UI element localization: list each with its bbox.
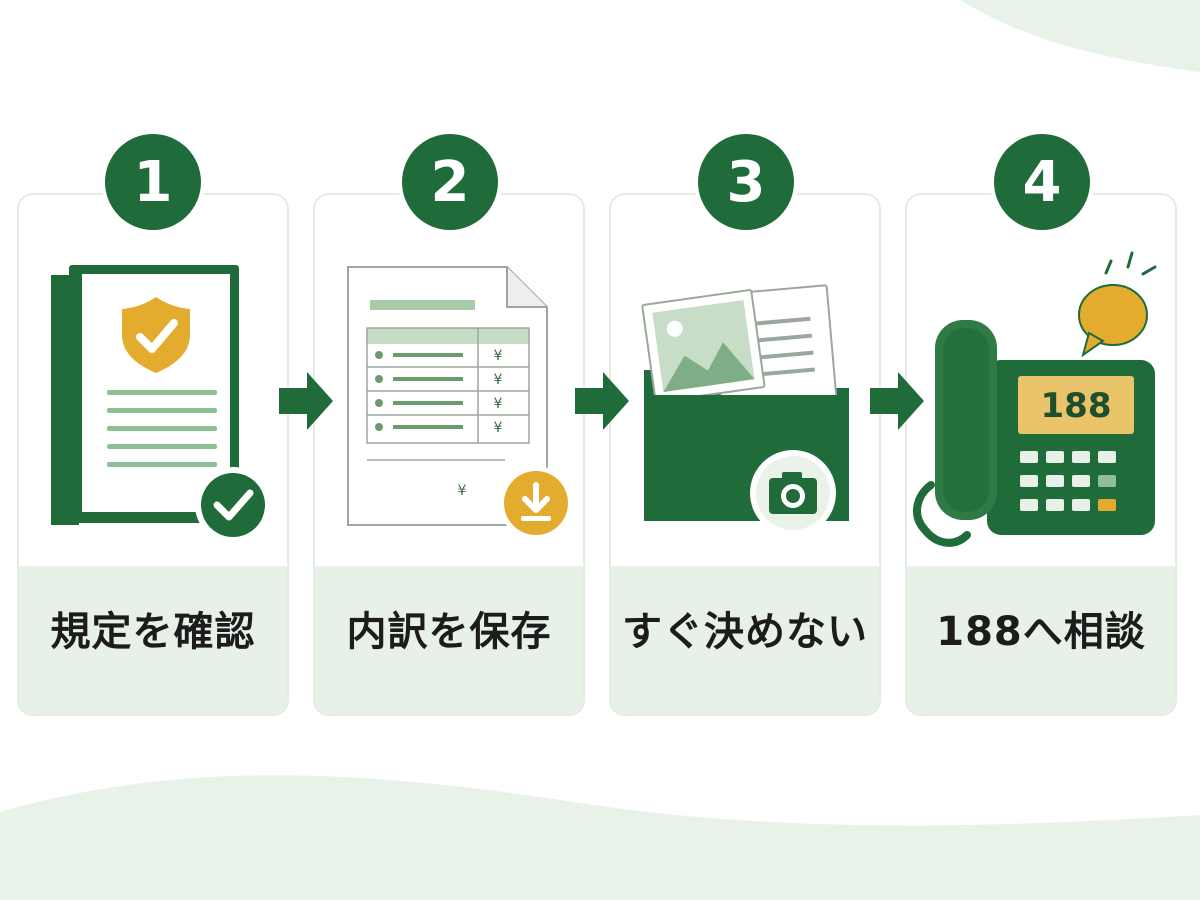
step-1-card: 規定を確認 — [17, 193, 289, 716]
step-4-card: 188 188へ相談 — [905, 193, 1177, 716]
step-2-footer: 内訳を保存 — [315, 566, 583, 714]
receipt-icon — [347, 266, 548, 526]
step-3-card: すぐ決めない — [609, 193, 881, 716]
step-4-footer: 188へ相談 — [907, 566, 1175, 714]
step-1-footer: 規定を確認 — [19, 566, 287, 714]
speech-bubble-icon — [1078, 251, 1157, 358]
step-3-label: すぐ決めない — [622, 609, 868, 655]
check-circle-icon — [195, 467, 271, 543]
step-3-illustration — [641, 284, 849, 536]
step-4-badge: 4 — [994, 134, 1090, 230]
yen-icon: ¥ — [494, 372, 503, 388]
phone-display-number: 188 — [1041, 386, 1112, 426]
step-2-label: 内訳を保存 — [346, 609, 552, 655]
step-2-card: ¥ ¥ ¥ ¥ ¥ 内訳を保存 — [313, 193, 585, 716]
step-1-illustration — [51, 265, 271, 543]
camera-icon — [750, 450, 836, 536]
yen-icon: ¥ — [494, 396, 503, 412]
step-4-label: 188へ相談 — [936, 609, 1146, 655]
arrow-right-icon — [279, 372, 333, 430]
yen-icon: ¥ — [494, 348, 503, 364]
step-1-label: 規定を確認 — [50, 609, 256, 655]
step-4-illustration: 188 — [913, 251, 1157, 547]
yen-icon: ¥ — [494, 420, 503, 436]
yen-icon: ¥ — [458, 483, 467, 499]
step-3-footer: すぐ決めない — [611, 566, 879, 714]
step-2-badge: 2 — [402, 134, 498, 230]
step-1-badge: 1 — [105, 134, 201, 230]
arrow-right-icon — [870, 372, 924, 430]
photo-icon — [641, 289, 766, 403]
download-icon — [499, 466, 573, 540]
telephone-icon — [913, 320, 1155, 547]
arrow-right-icon — [575, 372, 629, 430]
step-2-illustration: ¥ ¥ ¥ ¥ ¥ — [347, 266, 573, 540]
step-3-badge: 3 — [698, 134, 794, 230]
shield-check-icon — [122, 297, 190, 373]
